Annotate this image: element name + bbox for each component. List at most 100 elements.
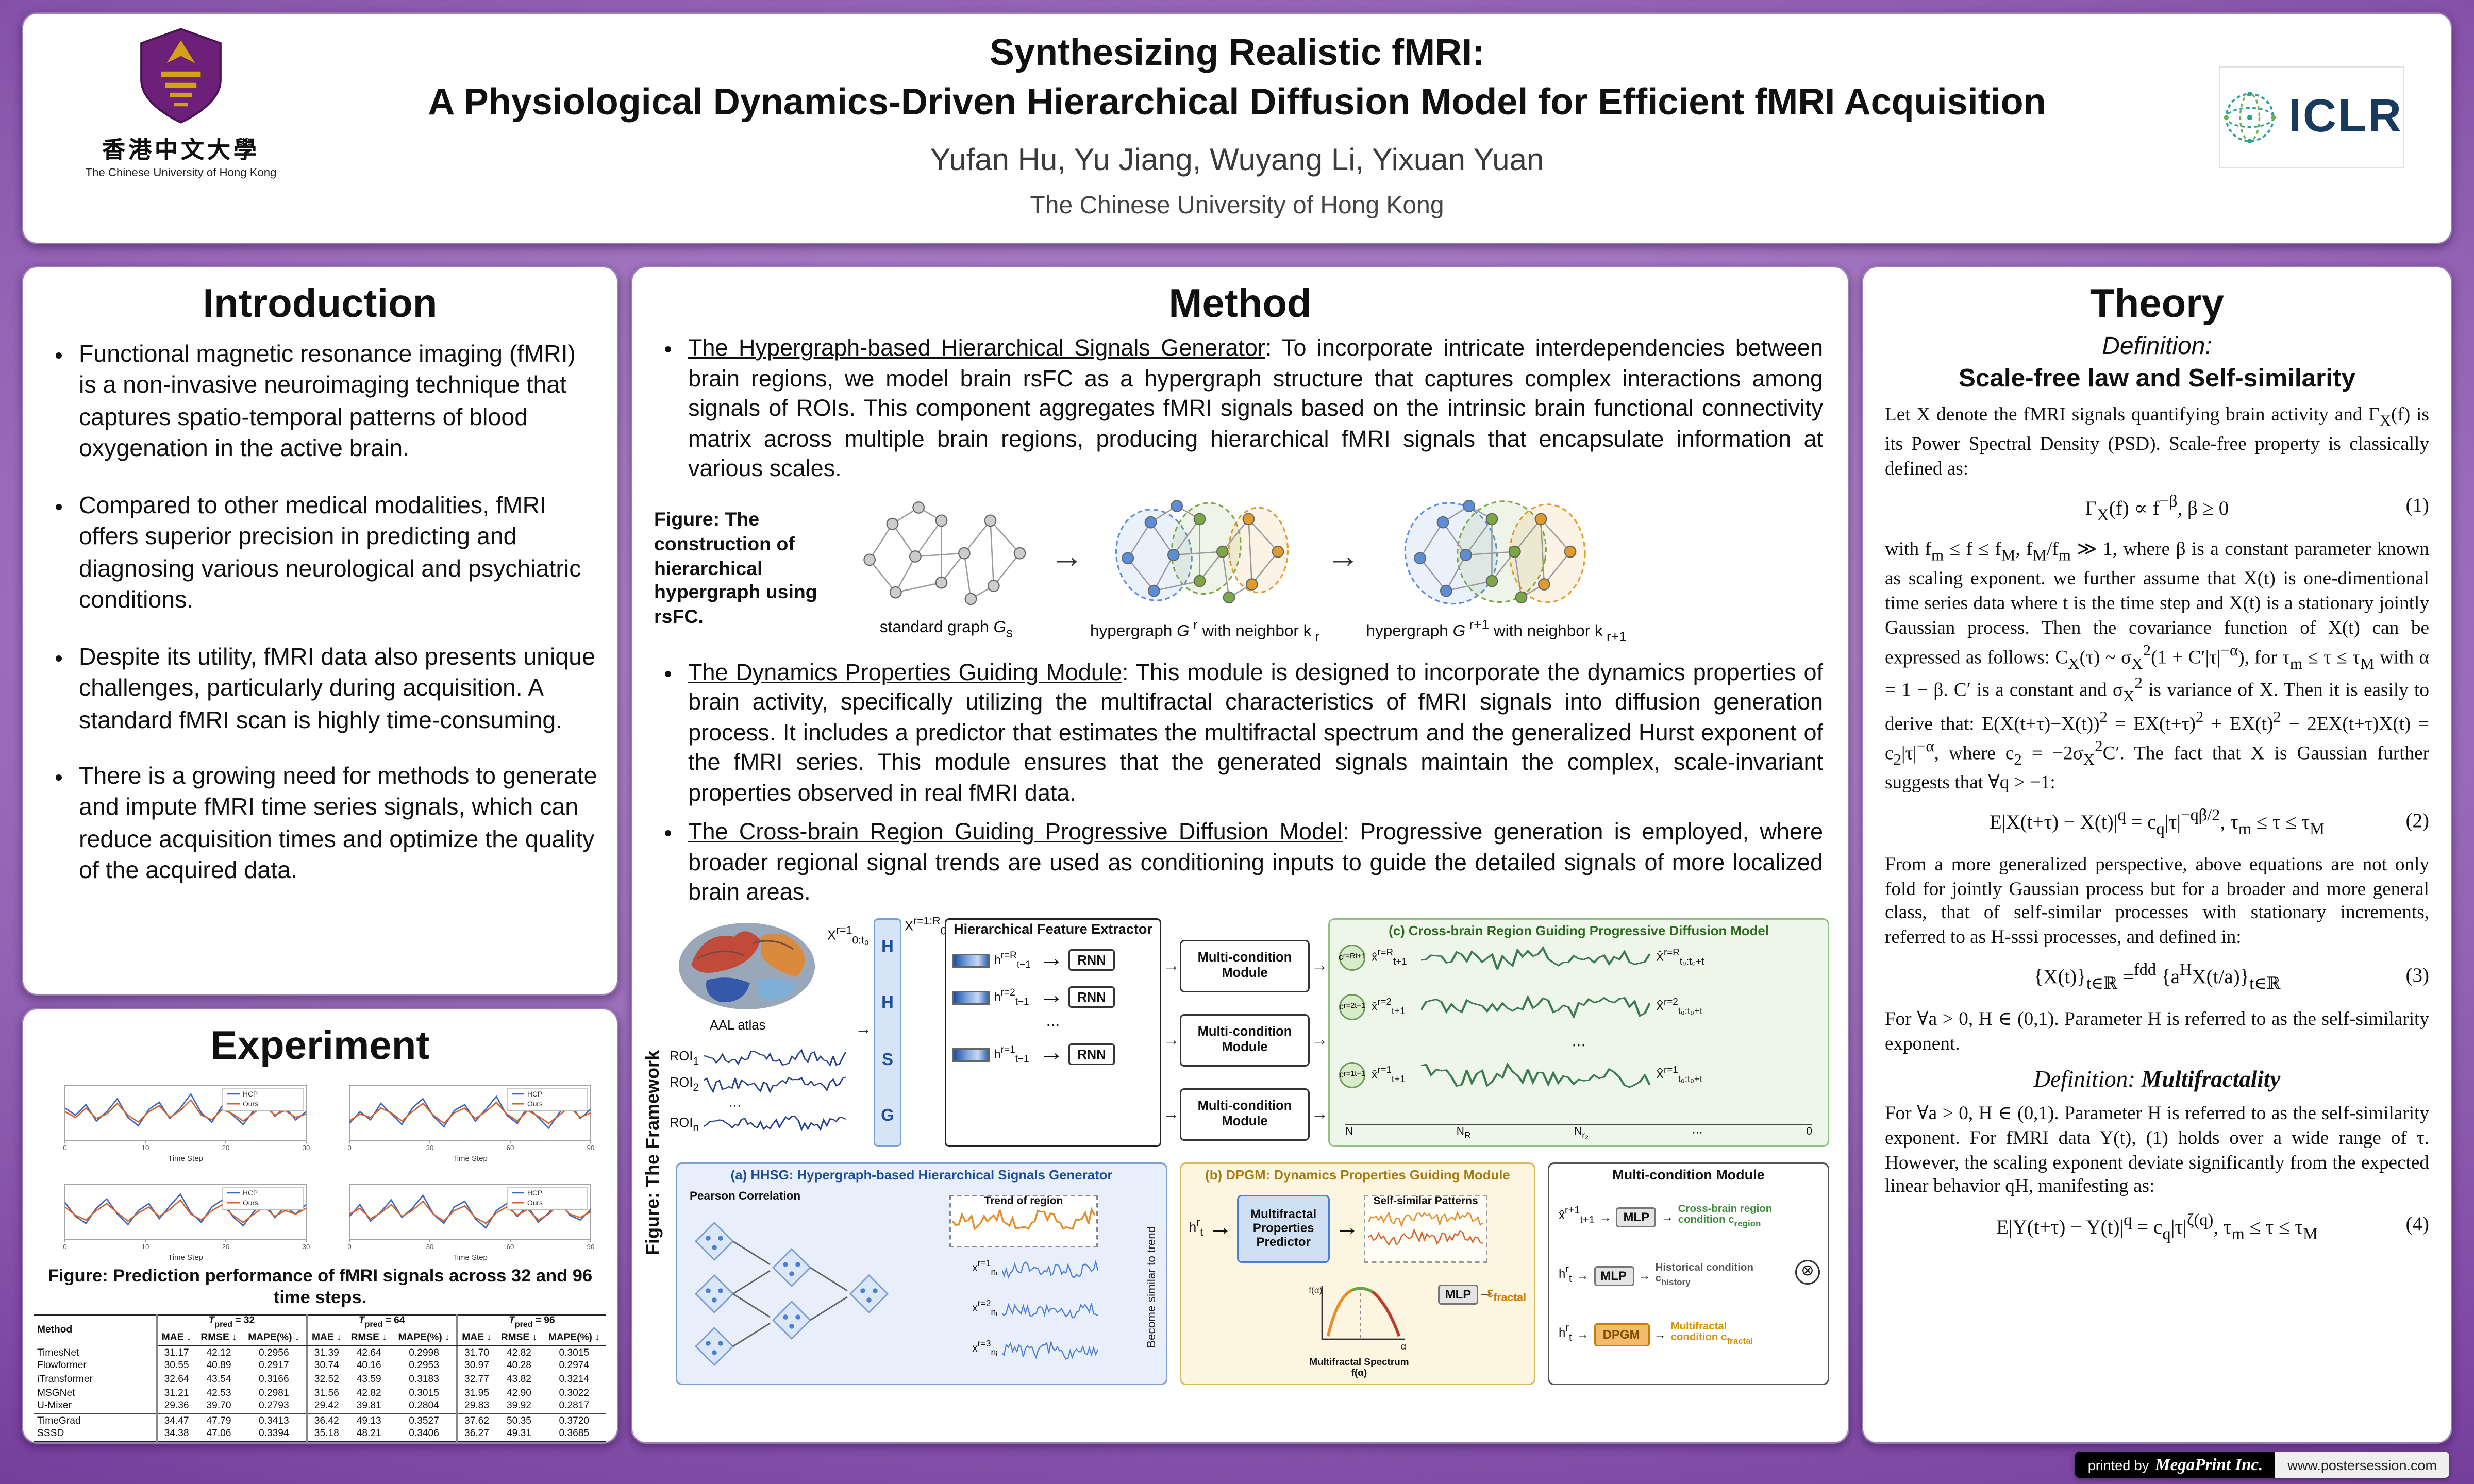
table-cell: 0.3015 [559,1347,590,1359]
table-cell: 30.97 [464,1361,490,1372]
panel-mcm-title: Multi-condition Module [1612,1166,1765,1182]
hypergraph-aggregation-diagram [694,1221,889,1365]
dpgm-panel: (b) DPGM: Dynamics Properties Guiding Mo… [1180,1161,1535,1385]
svg-text:Time Step: Time Step [168,1253,203,1262]
svg-text:30: 30 [303,1144,310,1152]
table-cell: 42.53 [206,1387,231,1398]
xhat-label: x̂r=1t+1 [1372,1065,1406,1085]
table-cell: 0.2803 [542,1441,606,1442]
table-cell: 0.2768 [392,1441,458,1442]
table-cell: 31.39 [314,1347,339,1359]
trend-of-region-box: Trend of region [949,1194,1098,1247]
roi-trace [704,1075,846,1093]
equation-text: {X(t)}t∈ℝ =fdd {aHX(t/a)}t∈ℝ [2033,962,2281,994]
f-alpha-label: f(α) [1309,1286,1322,1296]
generated-signal-trace [1421,993,1650,1019]
arrow-right-icon: → [1208,1214,1233,1241]
arrow-right-icon: → [1576,1268,1589,1283]
postersession-link[interactable]: www.postersession.com [2275,1452,2449,1478]
hypergraph-figure-caption: Figure: The construction of hierarchical… [654,509,817,628]
table-cell: 32.52 [314,1374,339,1386]
table-cell: 42.82 [506,1347,531,1359]
epsilon-fractal-label: εfractal [1487,1284,1526,1304]
table-cell: 0.2956 [242,1345,308,1360]
xhat-label: x̂r=2t+1 [1372,997,1406,1017]
standard-graph-svg [863,502,1026,606]
table-subheader: MAPE(%) ↓ [542,1331,606,1347]
table-cell: 0.3166 [242,1373,308,1387]
table-cell: 0.3214 [559,1374,590,1386]
table-cell: 40.28 [506,1361,531,1372]
cuhk-name-chinese: 香港中文大學 [102,138,260,164]
svg-text:0: 0 [63,1243,66,1251]
output-label: X̂r=2t₀:t₀+t [1656,997,1703,1017]
table-cell: 31.56 [314,1387,339,1398]
table-cell: 50.35 [496,1413,542,1428]
table-cell: 0.2998 [392,1345,458,1360]
roi-trace [704,1115,846,1131]
poster-title-line2: A Physiological Dynamics-Driven Hierarch… [428,82,2046,124]
arrow-right-icon: → [1311,956,1328,975]
arrow-right-icon: → [1326,535,1360,575]
hhsg-letter: G [881,1107,894,1126]
roi-signal-row: ROI2 [670,1074,846,1094]
multifractal-predictor-block: Multifractal Properties Predictor [1237,1194,1330,1262]
region-signal-row: xr=1nᵢ [972,1259,1098,1279]
theory-title: Theory [2089,280,2225,326]
region-signal-row: xr=3nᵢ [972,1340,1098,1360]
graph-label: standard graph Gs [879,619,1013,641]
framework-caption: Figure: The Framework [642,1050,663,1255]
hhsg-block: H H S G [874,917,901,1146]
panel-a-title: (a) HHSG: Hypergraph-based Hierarchical … [730,1166,1113,1182]
header: 香港中文大學 The Chinese University of Hong Ko… [22,12,2452,244]
table-cell: 38.70 [195,1441,242,1442]
equation-2: E|X(t+τ) − X(t)|q = cq|τ|−qβ/2, τm ≤ τ ≤… [1885,807,2429,842]
hypergraph-r-svg [1115,499,1289,603]
table-cell: 31.21 [164,1387,189,1398]
method-bullet: The Cross-brain Region Guiding Progressi… [688,818,1823,908]
graph-label: hypergraph G r with neighbor k r [1090,616,1320,644]
multi-condition-module-panel: Multi-condition Module x̂r+1t+1 → MLP → … [1548,1161,1829,1385]
table-cell: 48.21 [356,1429,381,1440]
svg-text:0: 0 [347,1243,351,1251]
dots-icon: ⋯ [1046,1018,1060,1034]
ssp-label: Self-similar Patterns [1373,1195,1478,1207]
table-subheader: RMSE ↓ [346,1331,392,1347]
table-cell: 47.79 [195,1413,242,1428]
svg-text:Time Step: Time Step [168,1154,203,1163]
table-cell: 0.2953 [392,1359,458,1373]
hidden-input-label: hrt [1559,1324,1572,1344]
method-bullet-lead: The Hypergraph-based Hierarchical Signal… [688,335,1265,362]
svg-text:Ours: Ours [243,1199,258,1207]
introduction-panel: Introduction Functional magnetic resonan… [22,266,618,996]
equation-number: (4) [2405,1212,2429,1236]
cross-brain-diffusion-panel: (c) Cross-brain Region Guiding Progressi… [1328,917,1829,1146]
equation-number: (3) [2405,963,2429,987]
multifractal-condition-label: Multifractal condition cfractal [1670,1321,1753,1347]
svg-text:HCP: HCP [527,1189,542,1197]
theory-paragraph: From a more generalized perspective, abo… [1885,852,2429,948]
become-similar-label: Become similar to trend [1144,1226,1158,1348]
mlp-block: MLP [1438,1284,1478,1304]
table-cell: 36.27 [464,1429,490,1440]
method-bullet: The Dynamics Properties Guiding Module: … [688,658,1823,809]
table-cell: 29.73 [457,1441,496,1442]
intro-bullet: Compared to other medical modalities, fM… [79,491,598,617]
feature-heatmap-strip [952,1048,990,1062]
table-cell: 0.3527 [392,1413,458,1428]
table-row: PDH-Diffusion (Ours)28.5638.700.274429.0… [34,1441,606,1442]
table-group-header: Tpred = 96 [457,1313,606,1332]
table-cell: 31.17 [164,1347,189,1359]
signal-label: xr=3nᵢ [972,1340,997,1359]
aal-atlas-label: AAL atlas [710,1016,766,1032]
xhat-label: x̂r=Rt+1 [1372,948,1407,968]
table-subheader: MAPE(%) ↓ [392,1331,458,1347]
table-cell: 31.70 [464,1347,490,1359]
definition-title: Scale-free law and Self-similarity [1958,365,2356,393]
